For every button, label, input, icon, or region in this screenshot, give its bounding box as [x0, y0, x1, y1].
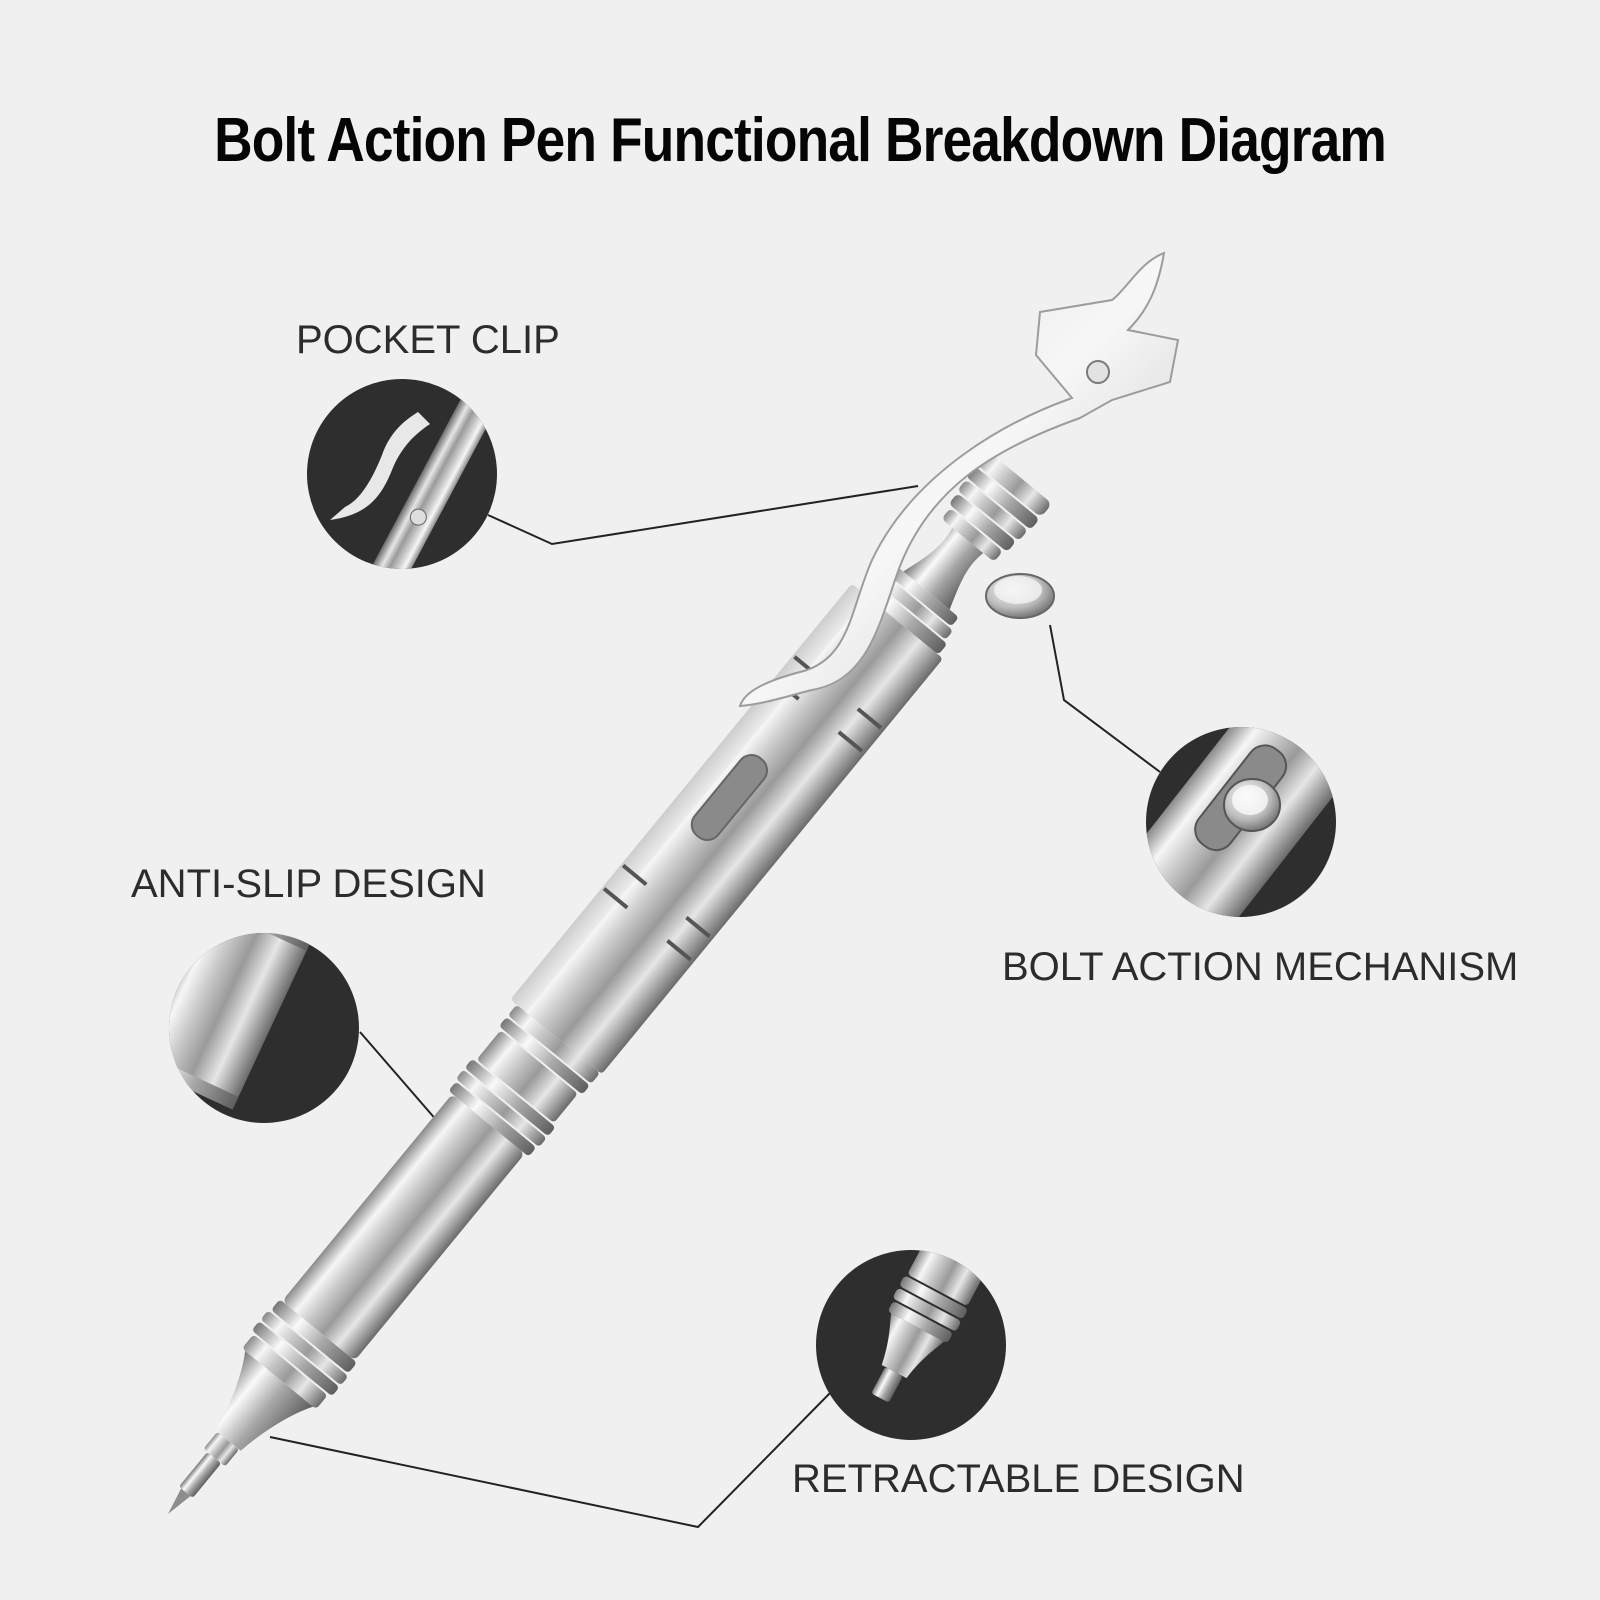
pen-tip [168, 1488, 191, 1514]
bolt-action-label: BOLT ACTION MECHANISM [1002, 945, 1519, 989]
grip-barrel [284, 1096, 523, 1359]
leader-pocket-clip [487, 485, 919, 546]
leader-retractable [269, 1392, 831, 1529]
retractable-detail-circle [816, 1250, 1006, 1440]
leader-bolt-action [1049, 624, 1161, 773]
anti-slip-label: ANTI-SLIP DESIGN [131, 862, 486, 906]
pocket-clip [738, 251, 1180, 708]
bolt-action-detail-circle [1146, 727, 1336, 917]
leader-anti-slip [359, 1031, 439, 1123]
pen-nose [215, 1350, 314, 1451]
pocket-clip-detail-circle [307, 379, 497, 569]
retractable-label: RETRACTABLE DESIGN [792, 1457, 1245, 1501]
diagram-title: Bolt Action Pen Functional Breakdown Dia… [214, 106, 1387, 175]
bolt-knob [985, 573, 1055, 619]
leader-lines [269, 485, 1161, 1529]
anti-slip-detail-circle [169, 933, 359, 1123]
pocket-clip-label: POCKET CLIP [296, 318, 560, 362]
bolt-slot [690, 754, 769, 841]
bolt-housing [512, 585, 942, 1073]
